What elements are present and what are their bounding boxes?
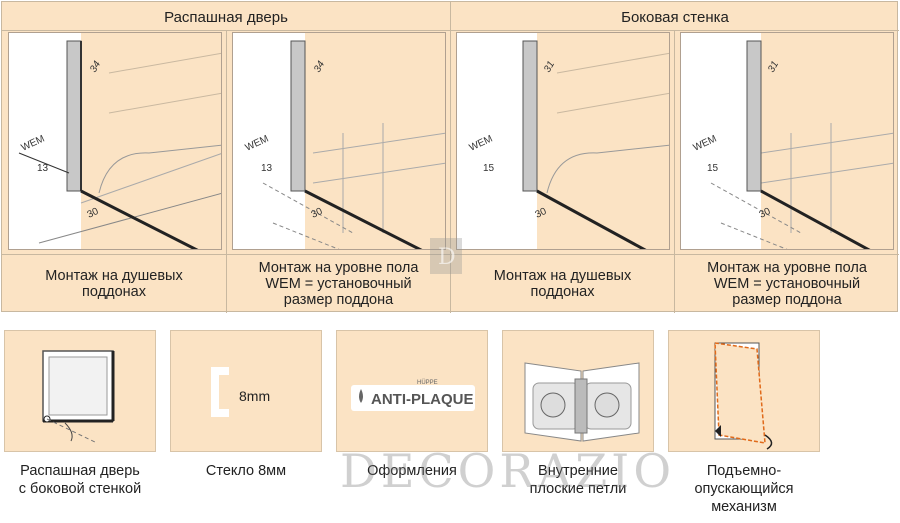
divider [226,30,227,313]
svg-text:WEM: WEM [20,133,47,153]
svg-text:WEM: WEM [468,133,495,153]
diagram-tray-side: WEM 15 31 30 [456,32,670,250]
svg-text:15: 15 [483,163,495,174]
caption-anti-plaque: Оформления [367,463,457,479]
glass-8mm-icon: 8mm [211,367,270,417]
flat-hinges-icon [524,362,640,442]
svg-text:34: 34 [312,59,327,75]
svg-text:WEM: WEM [244,133,271,153]
svg-text:30: 30 [86,206,101,221]
watermark-logo-icon: D [430,238,462,274]
feature-glass-8mm: 8mm [170,330,322,452]
svg-text:13: 13 [261,163,273,174]
feature-flat-hinges [502,330,654,452]
svg-text:34: 34 [88,59,103,75]
svg-text:13: 13 [37,163,49,174]
watermark-text: DECORAZIO [340,444,676,498]
svg-text:ANTI-PLAQUE: ANTI-PLAQUE [371,391,474,408]
divider [450,2,451,313]
svg-text:WEM: WEM [692,133,719,153]
svg-text:15: 15 [707,163,719,174]
svg-text:8mm: 8mm [239,388,270,404]
svg-text:30: 30 [534,206,549,221]
feature-swing-door-side-wall [4,330,156,452]
svg-text:30: 30 [310,206,325,221]
svg-text:31: 31 [542,59,557,74]
svg-text:30: 30 [758,206,773,221]
svg-text:HÜPPE: HÜPPE [417,379,438,386]
lift-lower-mechanism-icon [714,342,773,450]
svg-text:31: 31 [766,59,781,74]
header-swing-door: Распашная дверь [164,9,288,26]
caption-glass-8mm: Стекло 8мм [205,463,287,479]
swing-door-side-wall-icon [42,350,115,444]
header-side-wall: Боковая стенка [621,9,729,26]
feature-lift-lower [668,330,820,452]
svg-text:D: D [438,245,456,270]
diagram-floor-side: WEM 15 31 30 [680,32,894,250]
diagram-tray-swing: WEM 13 34 30 [8,32,222,250]
divider [674,30,675,313]
feature-anti-plaque: HÜPPE ANTI-PLAQUE [336,330,488,452]
anti-plaque-logo: HÜPPE ANTI-PLAQUE [351,379,475,411]
diagram-floor-swing: WEM 13 34 30 [232,32,446,250]
installation-table: Распашная дверь Боковая стенка WEM 13 34… [1,1,899,313]
